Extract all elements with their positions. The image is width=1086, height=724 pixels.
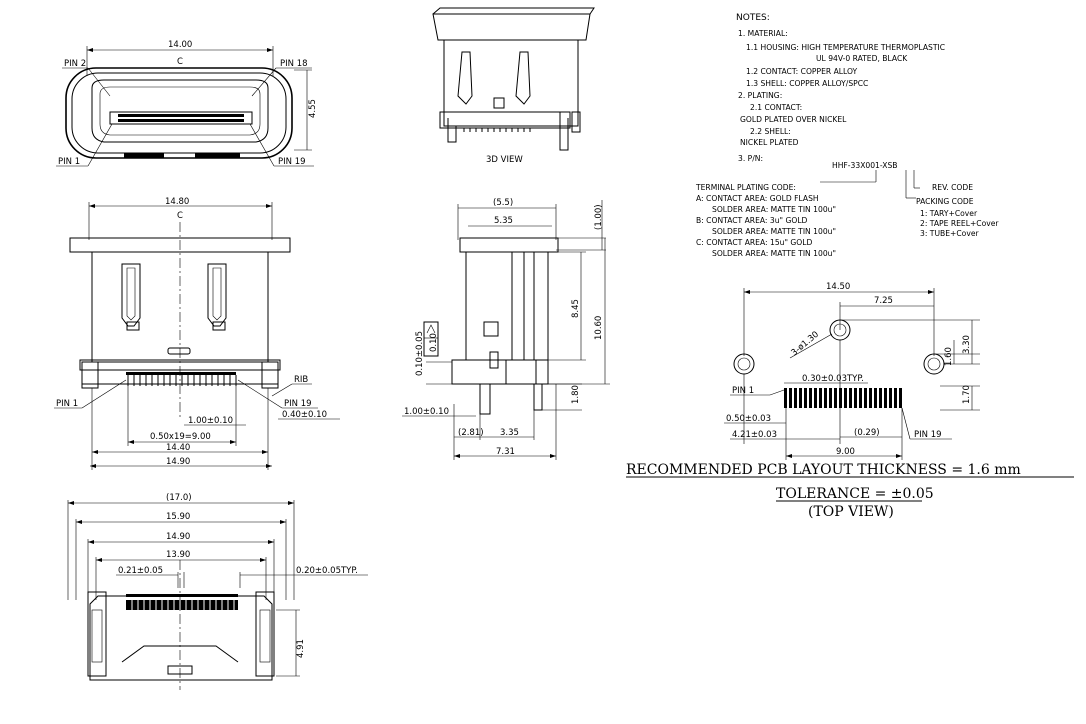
pcb-dim-900: 9.00 [836, 447, 855, 457]
pcb-dim-170: 1.70 [962, 385, 972, 404]
front-pin2-label: PIN 2 [64, 59, 86, 69]
note-line: 2.1 CONTACT: [750, 103, 802, 112]
bottom-dim-021: 0.21±0.05 [118, 566, 163, 576]
note-line: 2.2 SHELL: [750, 127, 791, 136]
bottom-dim-491: 4.91 [296, 639, 306, 658]
packing-line: 3: TUBE+Cover [920, 229, 979, 238]
top-rib-label: RIB [294, 375, 308, 385]
bottom-view: (17.0) 15.90 14.90 13.90 0.21±0.05 0.20±… [67, 493, 368, 690]
side-dim-845: 8.45 [571, 299, 581, 318]
top-dim-040: 0.40±0.10 [282, 410, 327, 420]
pcb-dim-1450: 14.50 [826, 282, 850, 292]
top-pin1-label: PIN 1 [56, 399, 78, 409]
note-line: GOLD PLATED OVER NICKEL [740, 115, 847, 124]
front-pin19-label: PIN 19 [278, 157, 306, 167]
top-dim-100: 1.00±0.10 [188, 416, 233, 426]
top-pin19-label: PIN 19 [284, 399, 312, 409]
front-width-dim: 14.00 [168, 40, 192, 50]
pcb-hole-dim: 3-ø1.30 [790, 330, 821, 359]
terminal-line: SOLDER AREA: MATTE TIN 100u" [712, 205, 836, 214]
bottom-dim-1490: 14.90 [166, 532, 190, 542]
view-3d-label: 3D VIEW [486, 155, 523, 165]
side-dim-1060: 10.60 [594, 316, 604, 340]
top-dim-1440: 14.40 [166, 443, 190, 453]
svg-text:C: C [177, 211, 183, 221]
part-number: HHF-33X001-XSB [832, 161, 897, 170]
bottom-dim-1390: 13.90 [166, 550, 190, 560]
side-dim-100: (1.00) [594, 204, 604, 230]
front-pin1-label: PIN 1 [58, 157, 80, 167]
top-pitch-dim: 0.50x19=9.00 [150, 432, 211, 442]
side-dim-55: (5.5) [493, 198, 513, 208]
notes-title: NOTES: [736, 13, 770, 23]
note-line: UL 94V-0 RATED, BLACK [816, 54, 908, 63]
bottom-dim-020: 0.20±0.05TYP. [296, 566, 358, 576]
pcb-pads [784, 388, 902, 408]
pcb-dim-160: 1.60 [944, 347, 954, 366]
caption-tolerance: TOLERANCE = ±0.05 [776, 486, 934, 502]
note-line: 2. PLATING: [738, 91, 782, 100]
note-line: 1.3 SHELL: COPPER ALLOY/SPCC [746, 79, 868, 88]
pcb-hole-right [923, 353, 945, 375]
note-line: 1.1 HOUSING: HIGH TEMPERATURE THERMOPLAS… [746, 43, 945, 52]
pcb-pitch-dim: 0.30±0.03TYP. [802, 374, 864, 384]
pcb-dim-330: 3.30 [962, 335, 972, 354]
svg-text:C: C [177, 57, 183, 67]
packing-line: 1: TARY+Cover [920, 209, 978, 218]
caption-view: (TOP VIEW) [808, 504, 894, 520]
note-line: 1.2 CONTACT: COPPER ALLOY [746, 67, 858, 76]
terminal-line: A: CONTACT AREA: GOLD FLASH [696, 194, 819, 203]
front-pin18-label: PIN 18 [280, 59, 308, 69]
bottom-dim-17: (17.0) [166, 493, 192, 503]
packing-line: 2: TAPE REEL+Cover [920, 219, 999, 228]
terminal-line: SOLDER AREA: MATTE TIN 100u" [712, 249, 836, 258]
packing-title: PACKING CODE [916, 197, 974, 206]
side-view: (5.5) 5.35 (1.00) 8.45 10.60 1.80 0.10 [402, 198, 610, 460]
pcb-dim-029: (0.29) [854, 428, 880, 438]
top-view: 14.80 C [54, 197, 340, 470]
view-3d: 3D VIEW [432, 7, 595, 165]
rev-code-label: REV. CODE [932, 183, 973, 192]
terminal-title: TERMINAL PLATING CODE: [695, 183, 796, 192]
bottom-view-pins [126, 594, 238, 610]
side-dim-335: 3.35 [500, 428, 519, 438]
pcb-dim-421: 4.21±0.03 [732, 430, 777, 440]
note-line: NICKEL PLATED [740, 138, 799, 147]
top-view-pins [126, 372, 237, 386]
terminal-line: B: CONTACT AREA: 3u" GOLD [696, 216, 808, 225]
terminal-line: C: CONTACT AREA: 15u" GOLD [696, 238, 812, 247]
side-flat-value: 0.10 [429, 333, 439, 352]
side-dim-100b: 1.00±0.10 [404, 407, 449, 417]
side-dim-180: 1.80 [571, 385, 581, 404]
side-tol-dim: 0.10±0.05 [415, 331, 425, 376]
3d-pins [463, 128, 531, 132]
top-dim-1490: 14.90 [166, 457, 190, 467]
bottom-dim-1590: 15.90 [166, 512, 190, 522]
pcb-dim-725: 7.25 [874, 296, 893, 306]
terminal-line: SOLDER AREA: MATTE TIN 100u" [712, 227, 836, 236]
note-line: 3. P/N: [738, 154, 763, 163]
front-view: 14.00 C 4.55 PIN 2 PIN 18 PIN 1 PIN 19 [56, 40, 318, 167]
side-dim-731: 7.31 [496, 447, 515, 457]
pcb-layout: 14.50 7.25 3-ø1.30 1.60 3.30 1.70 0.30±0… [724, 282, 980, 460]
caption-layout: RECOMMENDED PCB LAYOUT THICKNESS = 1.6 m… [626, 462, 1021, 478]
notes-block: NOTES: 1. MATERIAL: 1.1 HOUSING: HIGH TE… [695, 13, 999, 258]
pcb-dim-050: 0.50±0.03 [726, 414, 771, 424]
pcb-hole-left [733, 353, 755, 375]
note-line: 1. MATERIAL: [738, 29, 788, 38]
top-width-dim: 14.80 [165, 197, 189, 207]
side-dim-535: 5.35 [494, 216, 513, 226]
pcb-pin1-label: PIN 1 [732, 386, 754, 396]
side-dim-281: (2.81) [458, 428, 484, 438]
front-height-dim: 4.55 [308, 99, 318, 118]
pcb-pin19-label: PIN 19 [914, 430, 942, 440]
captions: RECOMMENDED PCB LAYOUT THICKNESS = 1.6 m… [626, 462, 1074, 520]
